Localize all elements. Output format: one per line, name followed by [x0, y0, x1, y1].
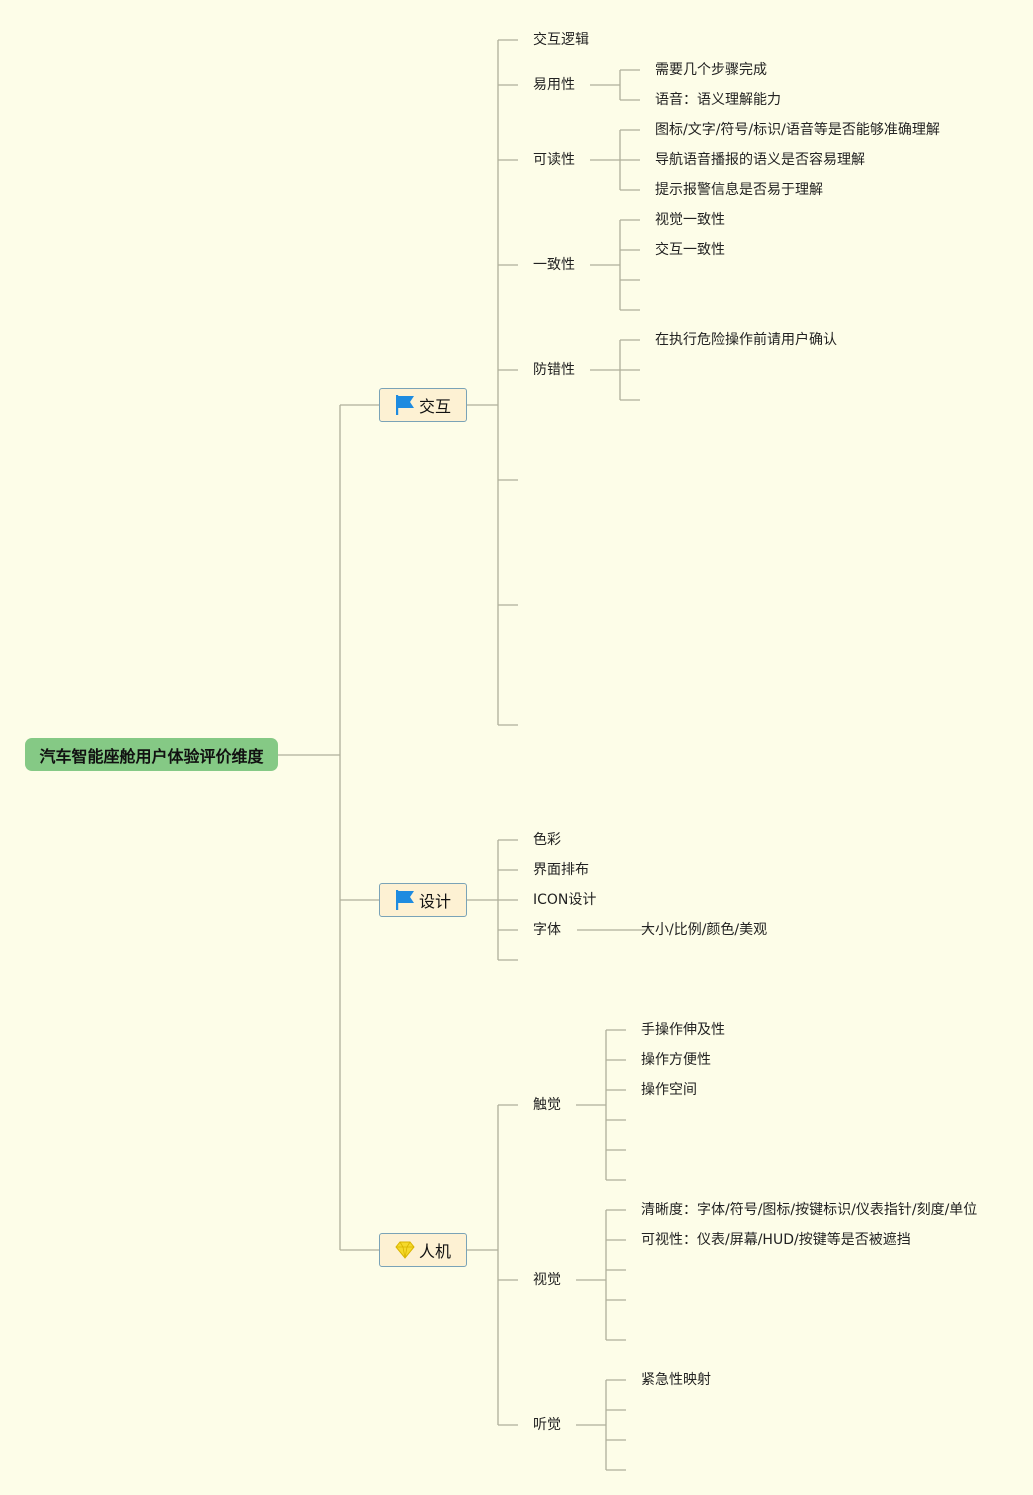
category-label: 人机 [418, 1242, 451, 1261]
leaf-node[interactable]: 紧急性映射 [641, 1372, 711, 1388]
leaf-node[interactable]: 大小/比例/颜色/美观 [641, 922, 768, 938]
child-node[interactable]: 易用性 [533, 77, 575, 93]
child-node[interactable]: 防错性 [533, 362, 575, 378]
child-node[interactable]: ICON设计 [533, 892, 597, 908]
leaf-node[interactable]: 语音：语义理解能力 [655, 92, 781, 108]
leaf-node[interactable]: 图标/文字/符号/标识/语音等是否能够准确理解 [655, 122, 940, 138]
flag-icon [395, 395, 414, 415]
leaf-node[interactable]: 操作方便性 [641, 1052, 711, 1068]
leaf-node[interactable]: 交互一致性 [655, 242, 725, 258]
child-node[interactable]: 交互逻辑 [533, 32, 589, 48]
child-node[interactable]: 界面排布 [533, 862, 589, 878]
leaf-node[interactable]: 视觉一致性 [655, 212, 725, 228]
child-node[interactable]: 听觉 [533, 1417, 561, 1433]
child-node[interactable]: 字体 [533, 922, 561, 938]
leaf-node[interactable]: 操作空间 [641, 1082, 697, 1098]
leaf-node[interactable]: 需要几个步骤完成 [655, 62, 767, 78]
category-node-design[interactable]: 设计 [379, 883, 467, 917]
child-node[interactable]: 一致性 [533, 257, 575, 273]
leaf-node[interactable]: 导航语音播报的语义是否容易理解 [655, 152, 865, 168]
child-node[interactable]: 可读性 [533, 152, 575, 168]
flag-icon [395, 890, 414, 910]
child-node[interactable]: 色彩 [533, 832, 561, 848]
leaf-node[interactable]: 手操作伸及性 [641, 1022, 725, 1038]
leaf-node[interactable]: 在执行危险操作前请用户确认 [655, 332, 837, 348]
leaf-node[interactable]: 清晰度：字体/符号/图标/按键标识/仪表指针/刻度/单位 [641, 1202, 978, 1218]
leaf-node[interactable]: 可视性：仪表/屏幕/HUD/按键等是否被遮挡 [641, 1232, 911, 1248]
root-node[interactable]: 汽车智能座舱用户体验评价维度 [25, 738, 278, 771]
category-label: 设计 [418, 892, 451, 911]
category-label: 交互 [418, 397, 451, 416]
leaf-node[interactable]: 提示报警信息是否易于理解 [655, 182, 823, 198]
gem-icon [395, 1241, 415, 1259]
child-node[interactable]: 触觉 [533, 1097, 561, 1113]
child-node[interactable]: 视觉 [533, 1272, 561, 1288]
category-node-interaction[interactable]: 交互 [379, 388, 467, 422]
category-node-ergonomics[interactable]: 人机 [379, 1233, 467, 1267]
